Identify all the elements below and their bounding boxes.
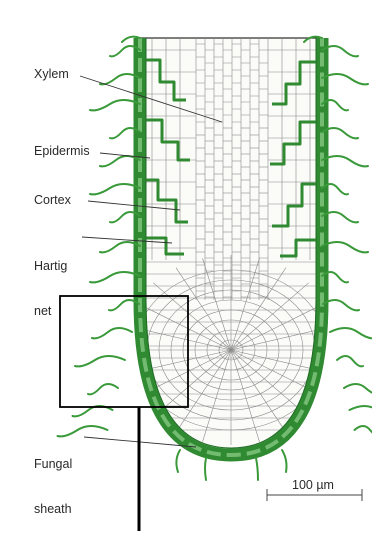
label-hartig-line1: Hartig [34,259,67,274]
hypha [322,242,368,252]
hypha [322,156,368,166]
label-fungal-line2: sheath [34,502,72,517]
hypha [350,406,372,416]
hypha [90,272,140,282]
hypha [322,74,368,84]
hypha [176,450,180,472]
hypha [330,328,372,338]
hypha [344,384,372,394]
label-fungal-sheath: Fungal sheath [34,427,72,547]
label-cortex: Cortex [34,193,71,208]
label-xylem: Xylem [34,67,69,82]
hypha [337,356,363,366]
label-fungal-line1: Fungal [34,457,72,472]
hypha [256,458,258,480]
hypha [355,426,372,436]
label-epidermis: Epidermis [34,144,90,159]
hypha [92,328,132,338]
scale-bar-label: 100 µm [292,478,334,492]
label-hartig-line2: net [34,304,67,319]
hypha [205,458,206,480]
hypha [90,100,140,110]
root-cap-cells [121,255,341,445]
label-hartig-net: Hartig net [34,229,67,349]
hypha [88,384,118,394]
root-tip-diagram: Xylem Epidermis Cortex Hartig net Fungal… [0,0,372,531]
hypha [75,356,125,366]
hypha [282,450,287,472]
hypha [90,184,140,194]
